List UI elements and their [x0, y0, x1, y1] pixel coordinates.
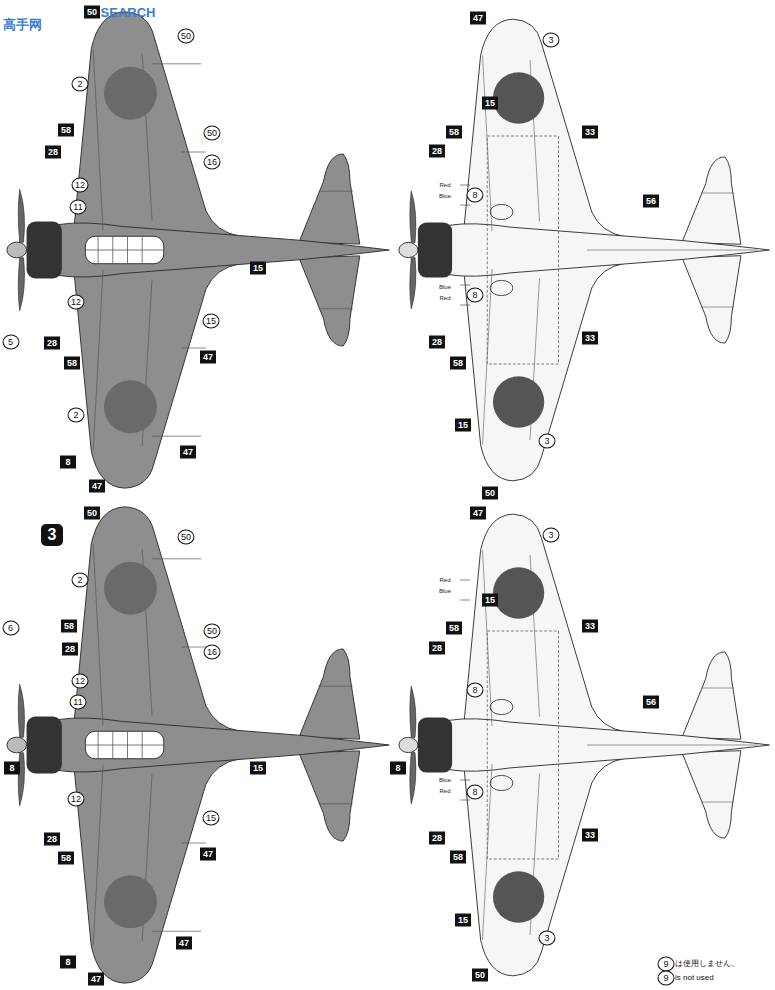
callout-number: 8	[60, 456, 76, 469]
callout-number: 12	[68, 295, 85, 310]
callout-number: 33	[582, 620, 598, 633]
callout-number: 15	[482, 97, 498, 110]
callout-number: 50	[84, 507, 100, 520]
callout-number: 58	[58, 852, 74, 865]
color-note: Blue	[438, 588, 452, 594]
callout-number: 47	[89, 480, 105, 493]
callout-number: 50	[472, 969, 488, 982]
callout-number: 56	[643, 195, 659, 208]
callout-number: 58	[450, 357, 466, 370]
note-text: is not used	[675, 974, 714, 982]
callout-number: 2	[72, 573, 89, 588]
callout-number: 3	[539, 931, 556, 946]
callout-number: 16	[204, 155, 221, 170]
color-note: Red	[438, 788, 451, 794]
callout-number: 11	[70, 695, 87, 710]
callout-number: 33	[582, 126, 598, 139]
callout-number: 12	[72, 178, 89, 193]
callout-number: 8	[4, 762, 20, 775]
callout-number: 47	[88, 973, 104, 986]
callout-number: 28	[44, 337, 60, 350]
callout-number: 47	[200, 351, 216, 364]
callout-number: 50	[482, 487, 498, 500]
step-number: 3	[41, 524, 63, 546]
callout-number: 33	[582, 332, 598, 345]
callout-number: 2	[72, 77, 89, 92]
bottom-view-plane	[399, 19, 770, 481]
callout-number: 12	[68, 792, 85, 807]
callout-number: 15	[250, 262, 266, 275]
callout-number: 3	[543, 528, 560, 543]
callout-number: 28	[62, 643, 78, 656]
callout-number: 28	[429, 832, 445, 845]
callout-number: 12	[72, 674, 89, 689]
callout-number: 15	[250, 762, 266, 775]
color-note: Red	[438, 295, 451, 301]
color-note: Blue	[438, 193, 452, 199]
callout-number: 8	[467, 683, 484, 698]
callout-number: 47	[200, 848, 216, 861]
callout-number: 3	[539, 434, 556, 449]
callout-number: 28	[429, 642, 445, 655]
color-note: Blue	[438, 777, 452, 783]
callout-number: 8	[467, 785, 484, 800]
callout-number: 15	[482, 594, 498, 607]
callout-number: 2	[68, 408, 85, 423]
callout-number: 58	[450, 851, 466, 864]
callout-number: 50	[178, 29, 195, 44]
bottom-view-plane	[399, 514, 770, 976]
top-view-plane	[7, 507, 389, 983]
callout-number: 33	[582, 829, 598, 842]
callout-number: 47	[470, 12, 486, 25]
callout-number: 16	[204, 645, 221, 660]
callout-number: 8	[390, 762, 406, 775]
callout-number: 58	[446, 622, 462, 635]
color-note: Red	[438, 182, 451, 188]
callout-number: 58	[58, 124, 74, 137]
callout-number: 9	[658, 957, 675, 972]
callout-number: 8	[467, 188, 484, 203]
callout-number: 8	[467, 288, 484, 303]
color-note: Blue	[438, 284, 452, 290]
callout-number: 50	[204, 624, 221, 639]
callout-number: 50	[84, 6, 100, 19]
callout-number: 47	[180, 446, 196, 459]
color-note: Red	[438, 577, 451, 583]
callout-number: 15	[203, 811, 220, 826]
callout-number: 15	[455, 419, 471, 432]
callout-number: 15	[455, 914, 471, 927]
callout-number: 6	[2, 621, 19, 636]
callout-number: 58	[61, 620, 77, 633]
callout-number: 8	[60, 956, 76, 969]
callout-number: 9	[658, 971, 675, 986]
note-text: は使用しません。	[675, 960, 739, 968]
callout-number: 28	[429, 145, 445, 158]
callout-number: 5	[2, 335, 19, 350]
watermark: 高手网	[3, 18, 42, 31]
callout-number: 11	[70, 200, 87, 215]
callout-number: 28	[45, 146, 61, 159]
callout-number: 28	[429, 336, 445, 349]
callout-number: 47	[470, 507, 486, 520]
callout-number: 50	[204, 126, 221, 141]
callout-number: 15	[203, 314, 220, 329]
callout-number: 47	[176, 937, 192, 950]
callout-number: 58	[446, 126, 462, 139]
watermark: SEARCH	[101, 6, 156, 19]
callout-number: 3	[543, 33, 560, 48]
callout-number: 56	[643, 696, 659, 709]
callout-number: 50	[178, 530, 195, 545]
callout-number: 28	[44, 833, 60, 846]
top-view-plane	[7, 12, 389, 488]
callout-number: 58	[64, 357, 80, 370]
